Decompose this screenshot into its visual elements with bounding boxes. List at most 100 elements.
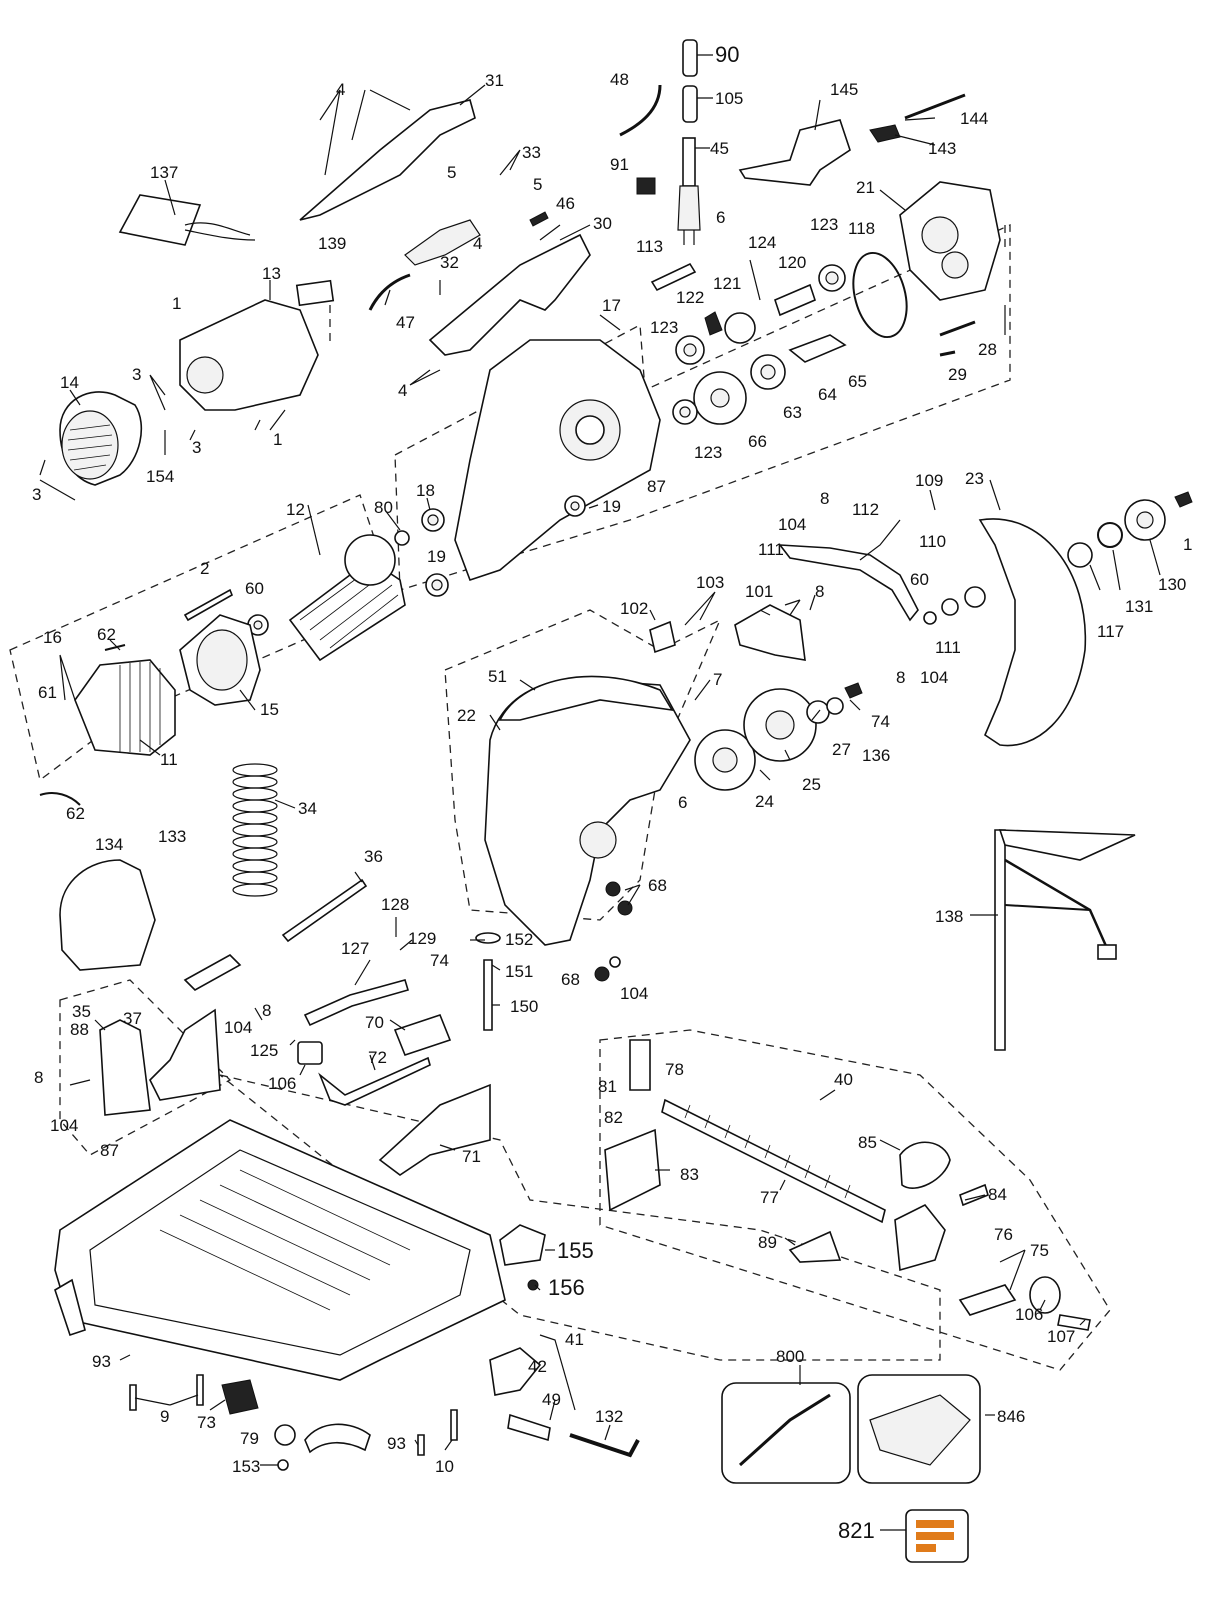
- callout-120: 120: [778, 253, 806, 272]
- part-155-block: [499, 1224, 546, 1266]
- callout-45: 45: [710, 139, 729, 158]
- callout-78: 78: [665, 1060, 684, 1079]
- part-72-rod: [318, 1056, 431, 1106]
- callout-68: 68: [648, 876, 667, 895]
- callout-41: 41: [565, 1330, 584, 1349]
- part-drawings: [39, 39, 1193, 1563]
- callout-62: 62: [66, 804, 85, 823]
- callout-23: 23: [965, 469, 984, 488]
- callout-124: 124: [748, 233, 776, 252]
- callout-101: 101: [745, 582, 773, 601]
- callout-111: 111: [935, 638, 961, 657]
- callout-14: 14: [60, 373, 79, 392]
- callout-3: 3: [132, 365, 141, 384]
- callout-70: 70: [365, 1013, 384, 1032]
- callout-28: 28: [978, 340, 997, 359]
- callout-130: 130: [1158, 575, 1186, 594]
- callout-83: 83: [680, 1165, 699, 1184]
- callout-21: 21: [856, 178, 875, 197]
- callout-84: 84: [988, 1185, 1007, 1204]
- callout-61: 61: [38, 683, 57, 702]
- callout-74: 74: [871, 712, 890, 731]
- part-64-spindle: [788, 334, 847, 363]
- part-800-kit-box: [721, 1382, 851, 1484]
- callout-25: 25: [802, 775, 821, 794]
- callout-111: 111: [758, 540, 784, 559]
- callout-4: 4: [336, 80, 345, 99]
- callout-65: 65: [848, 372, 867, 391]
- callout-106: 106: [268, 1074, 296, 1093]
- callout-8: 8: [34, 1068, 43, 1087]
- part-83-bracket: [604, 1128, 661, 1212]
- callout-151: 151: [505, 962, 533, 981]
- callout-34: 34: [298, 799, 317, 818]
- callout-76: 76: [994, 1225, 1013, 1244]
- callout-49: 49: [542, 1390, 561, 1409]
- callout-62: 62: [97, 625, 116, 644]
- callout-800: 800: [776, 1347, 804, 1366]
- part-35-bracket: [99, 1019, 151, 1116]
- callout-93: 93: [92, 1352, 111, 1371]
- callout-123: 123: [650, 318, 678, 337]
- callout-6: 6: [678, 793, 687, 812]
- callout-87: 87: [647, 477, 666, 496]
- callout-35: 35: [72, 1002, 91, 1021]
- callout-154: 154: [146, 467, 174, 486]
- callout-64: 64: [818, 385, 837, 404]
- part-34-spring: [232, 763, 278, 897]
- callout-13: 13: [262, 264, 281, 283]
- part-138-stand: [994, 829, 1006, 1051]
- callout-91: 91: [610, 155, 629, 174]
- callout-5: 5: [533, 175, 542, 194]
- part-30-cover: [428, 233, 591, 356]
- part-71-fence: [378, 1083, 491, 1176]
- callout-7: 7: [713, 670, 722, 689]
- callout-4: 4: [398, 381, 407, 400]
- callout-105: 105: [715, 89, 743, 108]
- part-84-bracket: [894, 1203, 946, 1272]
- part-base: [54, 1119, 506, 1381]
- part-77-lead-screw: [661, 1098, 886, 1224]
- callout-93: 93: [387, 1434, 406, 1453]
- part-91-clip: [636, 177, 656, 195]
- callout-117: 117: [1097, 622, 1124, 641]
- callout-19: 19: [602, 497, 621, 516]
- callout-138: 138: [935, 907, 963, 926]
- part-31-handle: [299, 99, 476, 221]
- callout-77: 77: [760, 1188, 779, 1207]
- callout-51: 51: [488, 667, 507, 686]
- callout-2: 2: [200, 559, 209, 578]
- callout-104: 104: [620, 984, 648, 1003]
- callout-87: 87: [100, 1141, 119, 1160]
- callout-80: 80: [374, 498, 393, 517]
- part-45-plug: [677, 185, 701, 231]
- callout-46: 46: [556, 194, 575, 213]
- callout-8: 8: [262, 1001, 271, 1020]
- callout-75: 75: [1030, 1241, 1049, 1260]
- callout-136: 136: [862, 746, 890, 765]
- part-101-bracket: [734, 604, 806, 661]
- callout-1: 1: [172, 294, 181, 313]
- callout-3: 3: [192, 438, 201, 457]
- callout-66: 66: [748, 432, 767, 451]
- callout-133: 133: [158, 827, 186, 846]
- callout-152: 152: [505, 930, 533, 949]
- callout-144: 144: [960, 109, 988, 128]
- callout-8: 8: [820, 489, 829, 508]
- callout-29: 29: [948, 365, 967, 384]
- callout-121: 121: [713, 274, 741, 293]
- callout-79: 79: [240, 1429, 259, 1448]
- callout-8: 8: [815, 582, 824, 601]
- part-134-guard: [59, 859, 156, 971]
- callout-85: 85: [858, 1133, 877, 1152]
- callout-74: 74: [430, 951, 449, 970]
- callout-137: 137: [150, 163, 178, 182]
- part-105-tube: [682, 85, 698, 123]
- callout-125: 125: [250, 1041, 278, 1060]
- callout-122: 122: [676, 288, 704, 307]
- part-85-nut: [899, 1141, 951, 1189]
- callout-27: 27: [832, 740, 851, 759]
- part-121-gear: [724, 312, 756, 344]
- part-45-tube: [682, 137, 696, 187]
- part-145-guard: [738, 119, 851, 186]
